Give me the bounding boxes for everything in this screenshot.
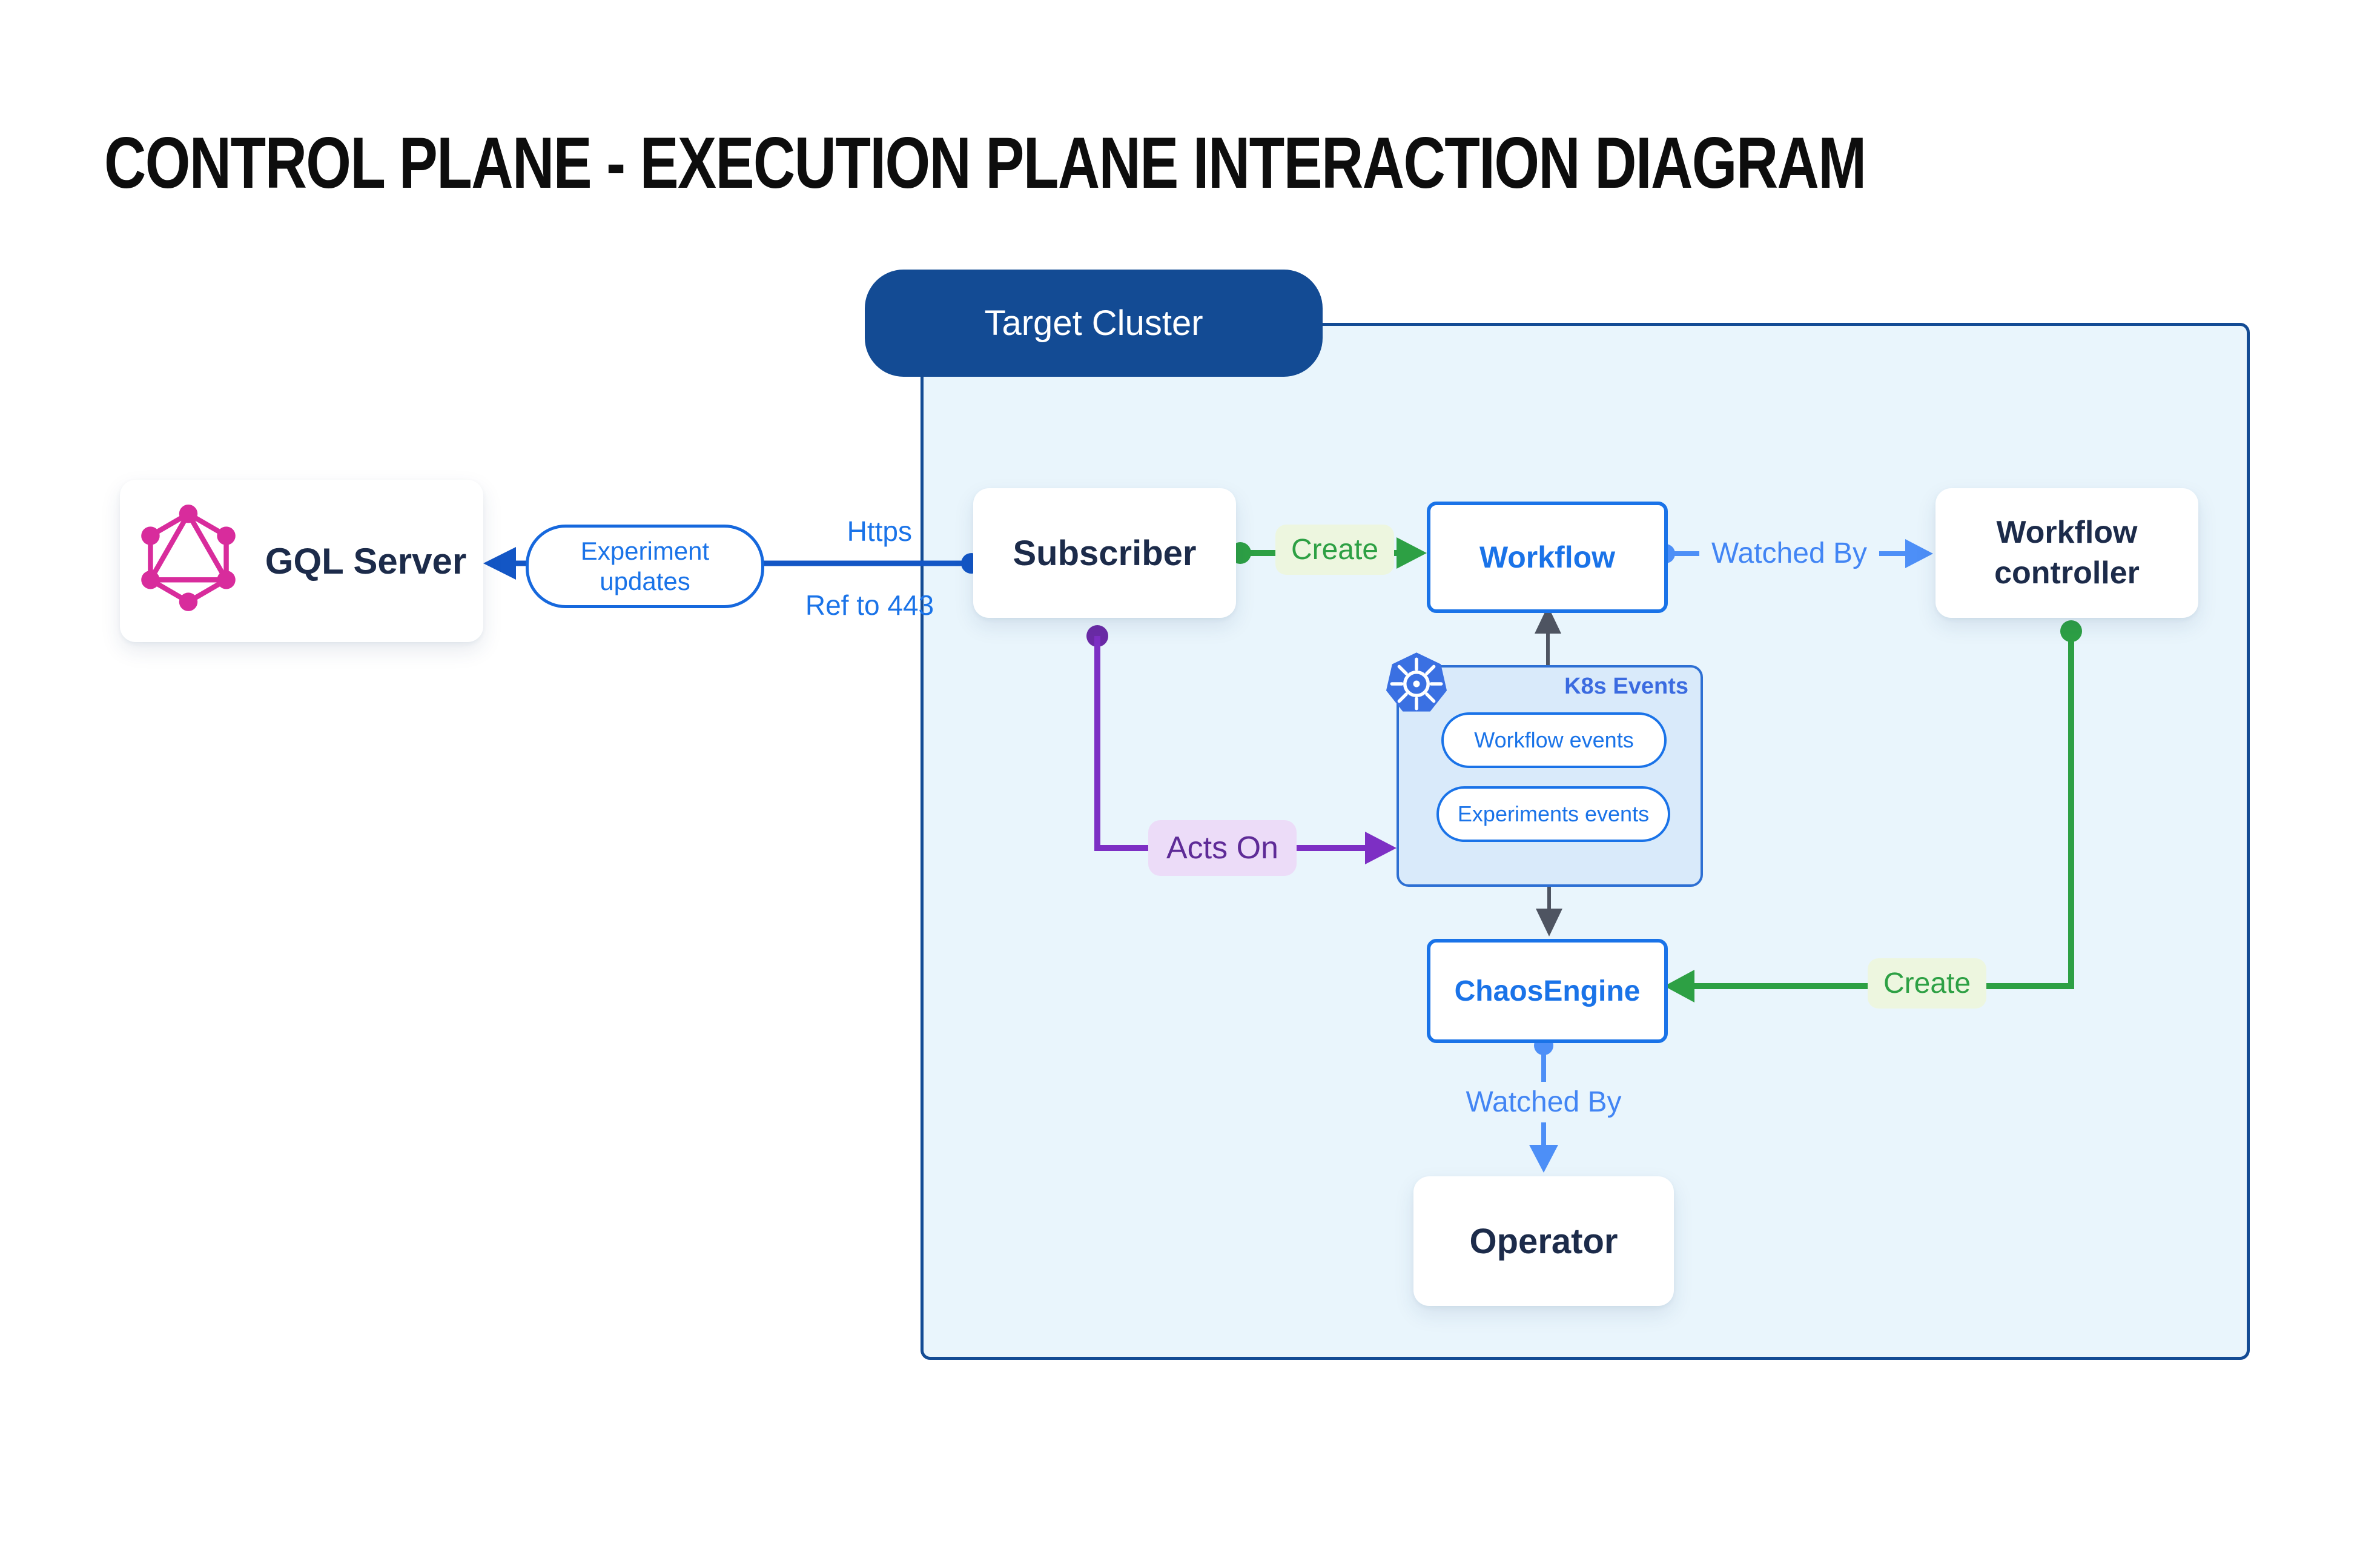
workflow-events-label: Workflow events [1474,727,1634,752]
k8s-events-title: K8s Events [1564,674,1688,699]
page-title: CONTROL PLANE - EXECUTION PLANE INTERACT… [104,122,1866,204]
k8s-experiments-events-pill: Experiments events [1436,786,1670,842]
acts-on-label: Acts On [1148,820,1297,876]
node-gql-server: GQL Server [120,480,483,642]
experiment-updates-badge: Experiment updates [526,525,764,608]
chaosengine-label: ChaosEngine [1454,975,1641,1007]
target-cluster-pill: Target Cluster [865,270,1323,377]
operator-label: Operator [1469,1221,1618,1261]
workflow-label: Workflow [1479,540,1616,574]
create-chaosengine-label: Create [1868,958,1987,1009]
node-workflow-controller: Workflow controller [1935,488,2198,618]
watched-by-controller-label: Watched By [1699,533,1879,574]
workflow-controller-label: Workflow controller [1994,515,2140,591]
experiment-updates-label: Experiment updates [580,537,710,595]
create-workflow-label: Create [1275,525,1395,575]
node-chaosengine: ChaosEngine [1427,939,1668,1043]
target-cluster-label: Target Cluster [984,303,1203,343]
edge-create-chaosengine [1664,620,2082,1002]
k8s-events-group [1397,665,1703,887]
subscriber-label: Subscriber [1013,533,1197,573]
node-workflow: Workflow [1427,502,1668,613]
gql-server-label: GQL Server [265,540,467,581]
ref-to-443-label: Ref to 443 [805,589,934,621]
graphql-logo-icon [141,505,236,611]
k8s-workflow-events-pill: Workflow events [1441,712,1667,768]
experiments-events-label: Experiments events [1457,801,1650,826]
node-operator: Operator [1413,1176,1674,1306]
node-subscriber: Subscriber [973,488,1236,618]
https-label: Https [847,515,912,547]
watched-by-operator-label: Watched By [1453,1082,1635,1122]
kubernetes-logo-icon [1386,652,1447,712]
